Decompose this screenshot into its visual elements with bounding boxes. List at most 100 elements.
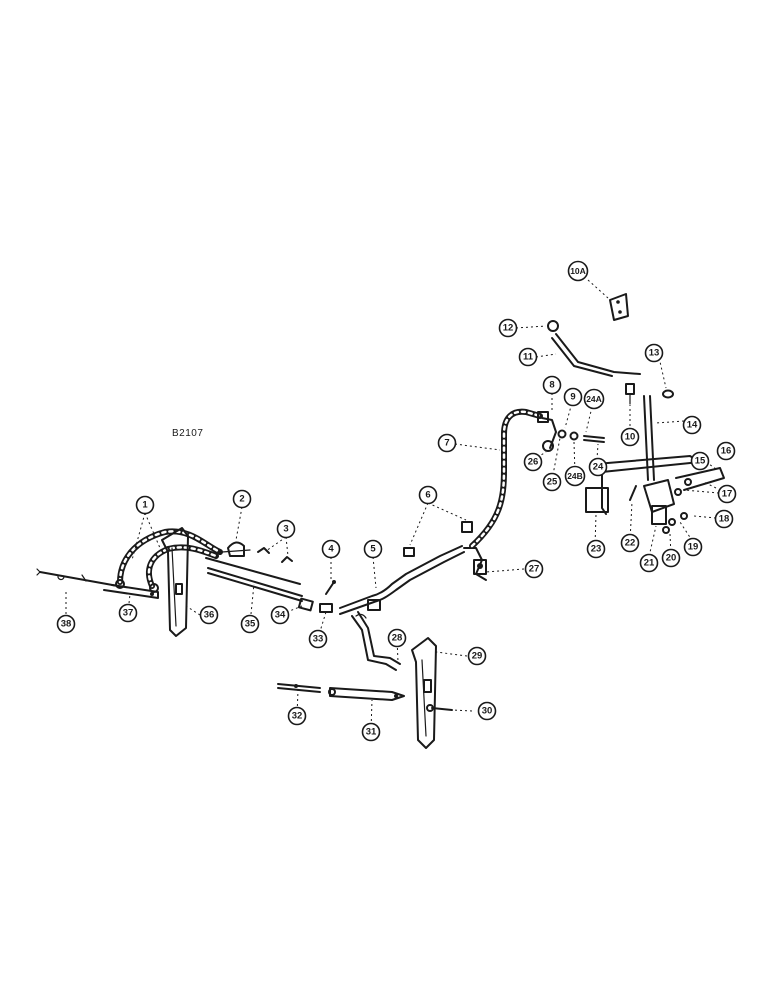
- part-31-cylinder: [328, 687, 405, 701]
- callout-38: 38: [56, 614, 76, 634]
- callout-21: 21: [639, 553, 659, 573]
- svg-text:1: 1: [142, 500, 148, 511]
- leader-lines: [65, 279, 720, 732]
- svg-text:10A: 10A: [570, 266, 586, 276]
- callout-1: 1: [135, 495, 155, 515]
- svg-text:29: 29: [472, 651, 483, 662]
- svg-text:4: 4: [328, 544, 334, 555]
- part-5-pipe: [339, 545, 465, 615]
- callout-13: 13: [644, 343, 664, 363]
- svg-text:26: 26: [528, 457, 539, 468]
- part-13-pin: [662, 389, 674, 399]
- svg-text:3: 3: [283, 524, 288, 535]
- svg-text:12: 12: [503, 323, 514, 334]
- part-11-lever: [551, 333, 641, 377]
- parts: [36, 293, 725, 749]
- part-26-nut: [542, 440, 554, 452]
- svg-text:6: 6: [425, 490, 430, 501]
- callout-19: 19: [683, 537, 703, 557]
- part-3-clips: [257, 547, 293, 563]
- svg-text:35: 35: [245, 619, 256, 630]
- svg-text:31: 31: [366, 727, 377, 738]
- callout-18: 18: [714, 509, 734, 529]
- svg-text:24B: 24B: [567, 471, 583, 481]
- callout-5: 5: [363, 539, 383, 559]
- callout-7: 7: [437, 433, 457, 453]
- callout-37: 37: [118, 603, 138, 623]
- callout-20: 20: [661, 548, 681, 568]
- callout-28: 28: [387, 628, 407, 648]
- part-15-16-handle: [675, 467, 725, 491]
- callout-9: 9: [563, 387, 583, 407]
- part-4-pin: [325, 580, 336, 595]
- svg-text:13: 13: [649, 348, 660, 359]
- svg-text:28: 28: [392, 633, 403, 644]
- part-2-clip: [221, 541, 251, 557]
- part-1-hoses: [115, 528, 223, 593]
- svg-text:14: 14: [687, 420, 698, 431]
- part-34-coupler: [297, 597, 314, 612]
- callouts: 1 2 3 4 5 6 7 8 9 10 10A 11 12 13 14 15 …: [56, 260, 737, 742]
- svg-text:27: 27: [529, 564, 540, 575]
- callout-15: 15: [690, 451, 710, 471]
- svg-text:30: 30: [482, 706, 493, 717]
- svg-text:32: 32: [292, 711, 303, 722]
- svg-text:19: 19: [688, 542, 699, 553]
- callout-10a: 10A: [567, 260, 589, 282]
- svg-text:34: 34: [275, 610, 286, 621]
- svg-text:10: 10: [625, 432, 636, 443]
- svg-text:36: 36: [204, 610, 215, 621]
- part-10-block: [625, 383, 635, 405]
- svg-text:11: 11: [523, 352, 534, 363]
- part-27-fitting: [463, 547, 487, 581]
- svg-text:22: 22: [625, 538, 636, 549]
- part-small-hardware: [662, 488, 688, 534]
- callout-27: 27: [524, 559, 544, 579]
- svg-text:20: 20: [666, 553, 677, 564]
- part-30-bolt: [426, 704, 453, 712]
- part-10a-bracket: [609, 293, 629, 321]
- svg-text:9: 9: [570, 392, 575, 403]
- callout-24: 24: [588, 457, 608, 477]
- callout-33: 33: [308, 629, 328, 649]
- callout-4: 4: [321, 539, 341, 559]
- svg-text:7: 7: [444, 438, 449, 449]
- part-9-25-24-row: [557, 429, 605, 443]
- callout-3: 3: [276, 519, 296, 539]
- callout-35: 35: [240, 614, 260, 634]
- svg-text:38: 38: [61, 619, 72, 630]
- callout-2: 2: [232, 489, 252, 509]
- part-33-fitting: [319, 603, 333, 613]
- svg-text:24: 24: [593, 462, 604, 473]
- callout-32: 32: [287, 706, 307, 726]
- callout-6: 6: [418, 485, 438, 505]
- callout-11: 11: [518, 347, 538, 367]
- callout-10: 10: [620, 427, 640, 447]
- callout-36: 36: [199, 605, 219, 625]
- svg-text:15: 15: [695, 456, 706, 467]
- callout-14: 14: [682, 415, 702, 435]
- svg-text:33: 33: [313, 634, 324, 645]
- callout-24a: 24A: [583, 388, 605, 410]
- part-28-tube: [351, 611, 401, 671]
- svg-text:2: 2: [239, 494, 244, 505]
- callout-8: 8: [542, 375, 562, 395]
- svg-text:8: 8: [549, 380, 554, 391]
- callout-12: 12: [498, 318, 518, 338]
- part-36-shank: [161, 527, 189, 637]
- callout-23: 23: [586, 539, 606, 559]
- part-6-clamps: [403, 521, 473, 557]
- part-29-shank: [411, 637, 437, 749]
- callout-17: 17: [717, 484, 737, 504]
- callout-24b: 24B: [564, 465, 586, 487]
- part-12-ring: [547, 320, 559, 332]
- callout-26: 26: [523, 452, 543, 472]
- callout-16: 16: [716, 441, 736, 461]
- part-38-rod: [36, 568, 119, 587]
- svg-text:16: 16: [721, 446, 732, 457]
- svg-text:17: 17: [722, 489, 733, 500]
- svg-text:5: 5: [370, 544, 376, 555]
- part-7-hose: [469, 408, 543, 549]
- svg-text:25: 25: [547, 477, 558, 488]
